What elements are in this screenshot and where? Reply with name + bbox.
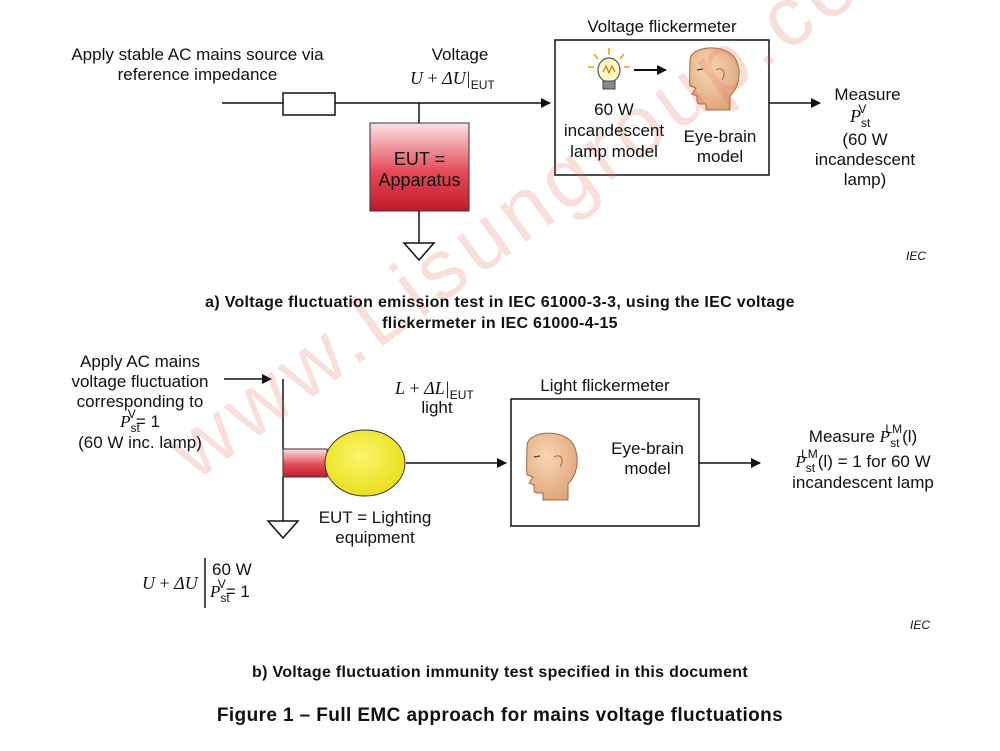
measure-symbol-a: PstV	[850, 102, 871, 130]
iec-label-b: IEC	[910, 618, 931, 632]
voltage-flickermeter-title: Voltage flickermeter	[587, 17, 737, 36]
caption-b: b) Voltage fluctuation immunity test spe…	[252, 664, 748, 681]
head-icon-a	[689, 47, 740, 111]
head-icon-b	[526, 432, 578, 501]
measure-note-a: (60 W incandescent lamp)	[814, 130, 916, 189]
measure-label-a: Measure	[834, 85, 901, 104]
eye-brain-label-a: Eye-brain model	[683, 127, 757, 166]
measure-label-b: Measure PstLM(l) PstLM(l) = 1 for 60 W i…	[792, 422, 934, 492]
eut-apparatus-label: EUT =Apparatus	[378, 149, 461, 190]
bottom-condition-watt: 60 W	[212, 560, 252, 579]
lamp-bulb	[324, 429, 406, 497]
figure-title: Figure 1 – Full EMC approach for mains v…	[216, 705, 784, 726]
ground-symbol-b	[266, 520, 300, 540]
iec-label-a: IEC	[906, 249, 927, 263]
lamp-icon	[588, 48, 630, 90]
light-formula: L + ΔL|EUT	[395, 378, 474, 402]
source-label-a: Apply stable AC mains source via referen…	[71, 45, 324, 84]
light-flickermeter-title: Light flickermeter	[540, 376, 670, 395]
ground-symbol-a	[402, 242, 436, 262]
source-label-b: Apply AC mains voltage fluctuation corre…	[71, 352, 209, 452]
voltage-label: Voltage	[431, 45, 489, 64]
light-label: light	[421, 398, 453, 417]
bottom-formula: U + ΔU	[142, 573, 198, 593]
lamp-socket	[282, 448, 328, 478]
eye-brain-label-b: Eye-brain model	[611, 439, 684, 478]
lamp-model-label: 60 W incandescent lamp model	[563, 100, 665, 161]
bottom-condition-pst: PstV= 1	[210, 577, 250, 605]
caption-a: a) Voltage fluctuation emission test in …	[205, 294, 795, 332]
voltage-formula: U + ΔU|EUT	[410, 68, 495, 92]
reference-impedance	[282, 92, 336, 116]
